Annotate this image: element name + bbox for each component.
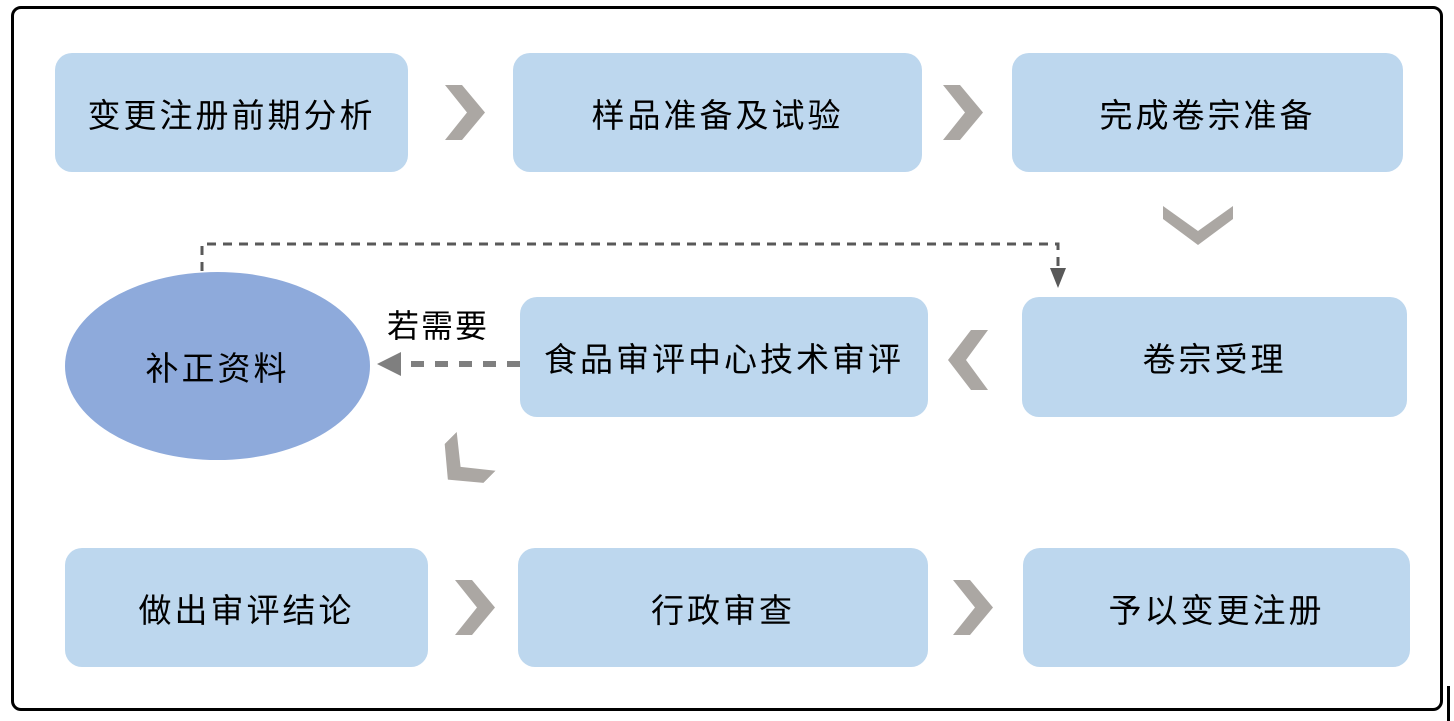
node-pre-analysis-label: 变更注册前期分析	[87, 98, 376, 135]
node-dossier-acceptance: 卷宗受理	[1022, 297, 1407, 417]
node-conclusion: 做出审评结论	[65, 548, 428, 667]
diagram-border-frame	[11, 6, 1443, 711]
flow-chevron-right-icon	[455, 580, 495, 635]
node-conclusion-label: 做出审评结论	[138, 593, 355, 630]
page-edge-mark	[1447, 686, 1450, 721]
node-supplement-materials: 补正资料	[65, 272, 370, 460]
node-grant-label: 予以变更注册	[1108, 593, 1325, 630]
node-supplement-materials-label: 补正资料	[145, 352, 290, 388]
node-grant: 予以变更注册	[1023, 548, 1410, 667]
node-dossier-prep: 完成卷宗准备	[1012, 53, 1403, 172]
flow-chevron-right-icon	[943, 85, 983, 140]
node-sample-prep: 样品准备及试验	[513, 53, 922, 172]
node-technical-review: 食品审评中心技术审评	[520, 297, 928, 417]
flow-chevron-right-icon	[445, 85, 485, 140]
node-dossier-prep-label: 完成卷宗准备	[1099, 98, 1316, 135]
flow-chevron-down-icon	[1163, 206, 1233, 245]
node-dossier-acceptance-label: 卷宗受理	[1142, 343, 1287, 379]
node-sample-prep-label: 样品准备及试验	[591, 98, 844, 135]
node-technical-review-label: 食品审评中心技术审评	[544, 343, 904, 379]
node-admin-review: 行政审查	[518, 548, 928, 667]
edge-label-if-needed: 若需要	[386, 308, 489, 344]
node-pre-analysis: 变更注册前期分析	[55, 53, 408, 172]
node-admin-review-label: 行政审查	[651, 593, 795, 630]
flow-chevron-right-icon	[953, 580, 993, 635]
flow-chevron-down-left-icon	[428, 431, 496, 499]
flow-chevron-left-icon	[948, 330, 988, 390]
